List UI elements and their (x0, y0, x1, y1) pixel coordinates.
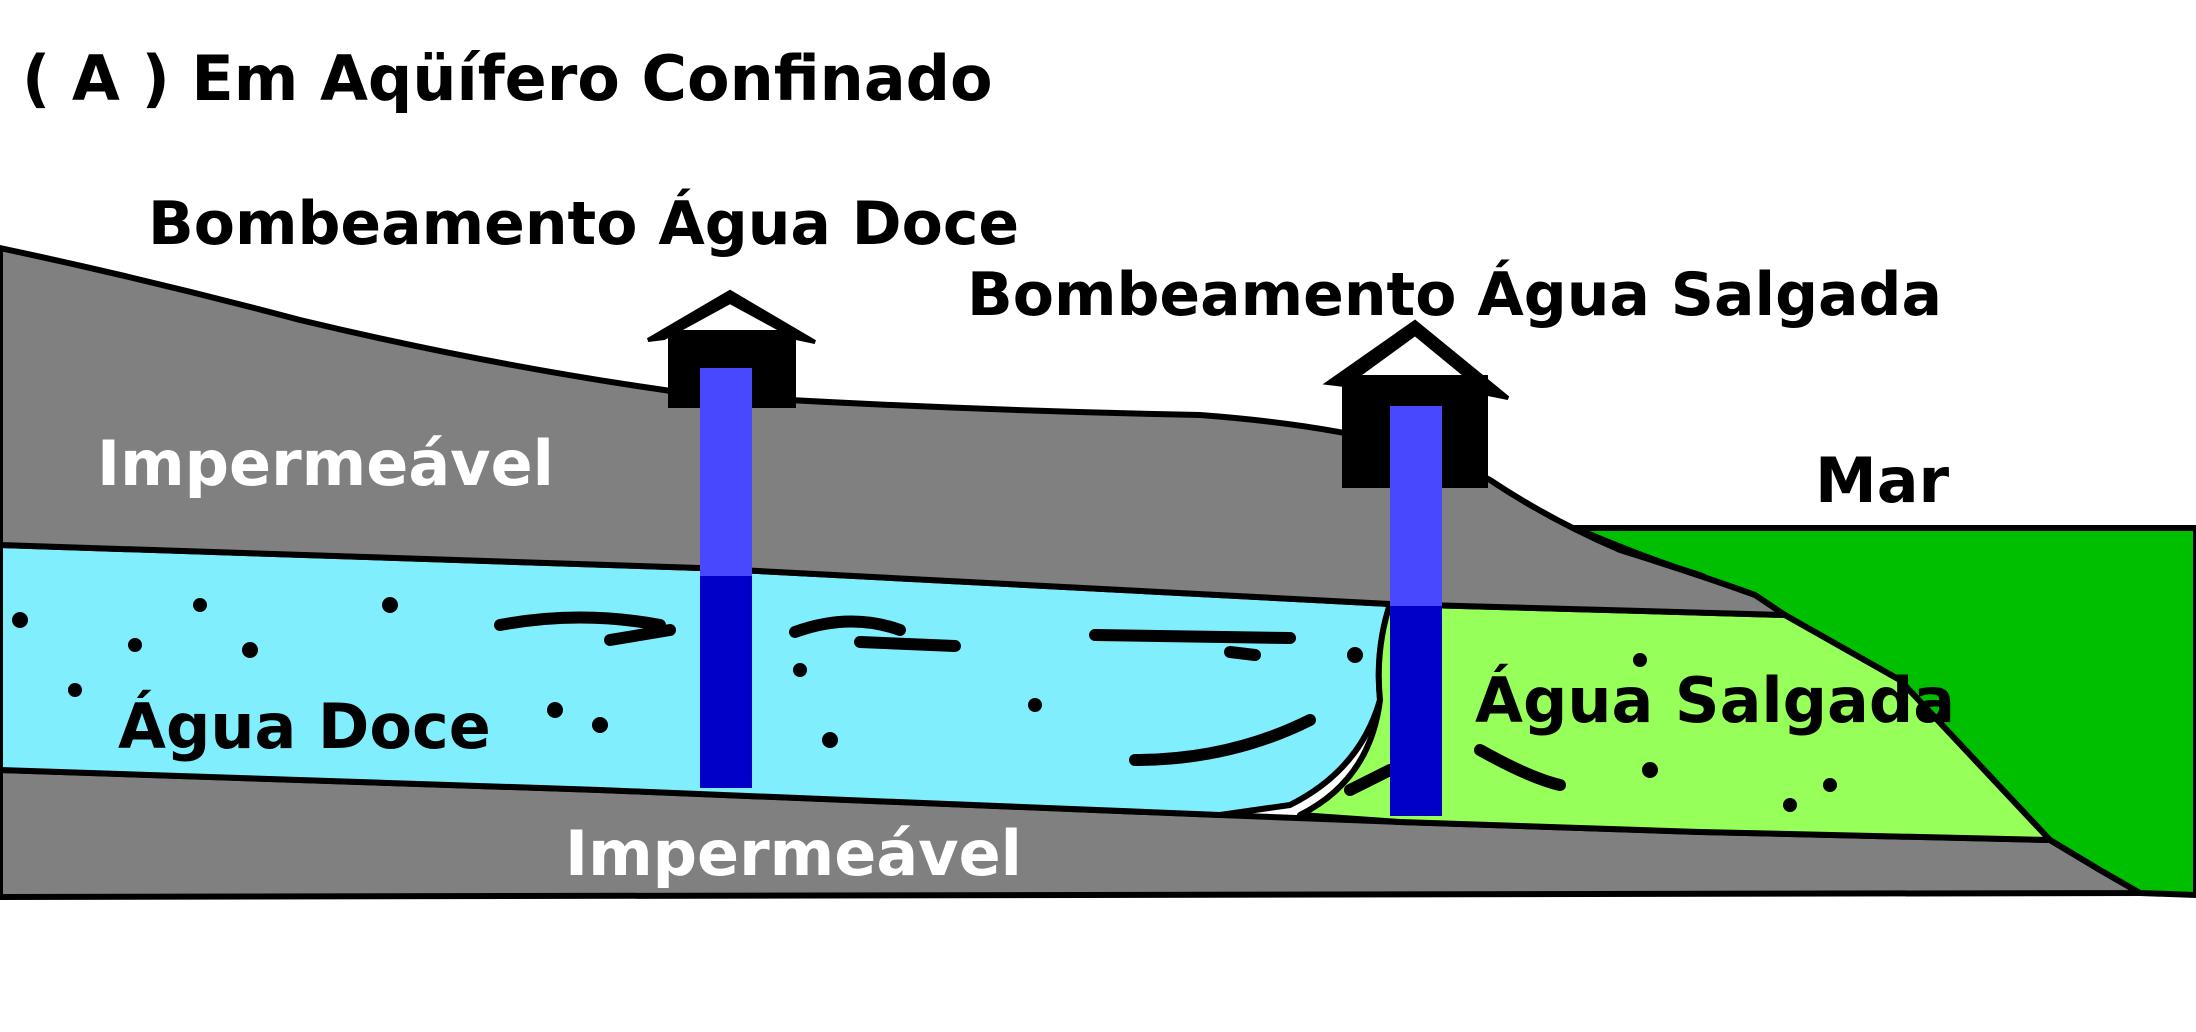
pebble (1642, 762, 1658, 778)
fresh-well-lower (700, 576, 752, 788)
streak (1089, 629, 1296, 644)
diagram-title: ( A ) Em Aqüífero Confinado (22, 42, 993, 115)
pebble (1823, 778, 1837, 792)
salt-water-label: Água Salgada (1475, 664, 1955, 737)
salt-well-upper (1390, 406, 1442, 606)
sea-label: Mar (1815, 444, 1950, 517)
impermeable-top-layer (0, 245, 1788, 618)
pebble (1783, 798, 1797, 812)
streak (1344, 764, 1396, 796)
pebble (128, 638, 142, 652)
streak (1474, 744, 1566, 791)
streak (1224, 646, 1261, 661)
salt-well-lower (1390, 606, 1442, 816)
pebble (68, 683, 82, 697)
pebble (193, 598, 207, 612)
pump-salt-label: Bombeamento Água Salgada (967, 259, 1942, 330)
pebble (1028, 698, 1042, 712)
streak (789, 615, 906, 638)
streak (854, 636, 961, 652)
pebble (1347, 647, 1363, 663)
pebble (822, 732, 838, 748)
fresh-well-upper (700, 368, 752, 576)
aquifer-pebbles (12, 597, 1837, 812)
aquifer-streaks (494, 611, 1566, 796)
impermeable-top-label: Impermeável (97, 427, 554, 500)
salt-water-pump (1322, 319, 1510, 816)
pump-fresh-label: Bombeamento Água Doce (148, 188, 1019, 259)
streak (604, 624, 676, 646)
pebble (547, 702, 563, 718)
impermeable-bottom-label: Impermeável (565, 817, 1022, 890)
streak (1129, 714, 1316, 766)
fresh-water-label: Água Doce (118, 690, 491, 763)
pebble (793, 663, 807, 677)
pebble (12, 612, 28, 628)
streak (494, 611, 666, 631)
pebble (382, 597, 398, 613)
fresh-water-pump (646, 289, 817, 788)
pebble (1633, 653, 1647, 667)
salt-water-layer (1297, 601, 2053, 843)
pebble (242, 642, 258, 658)
pebble (592, 717, 608, 733)
